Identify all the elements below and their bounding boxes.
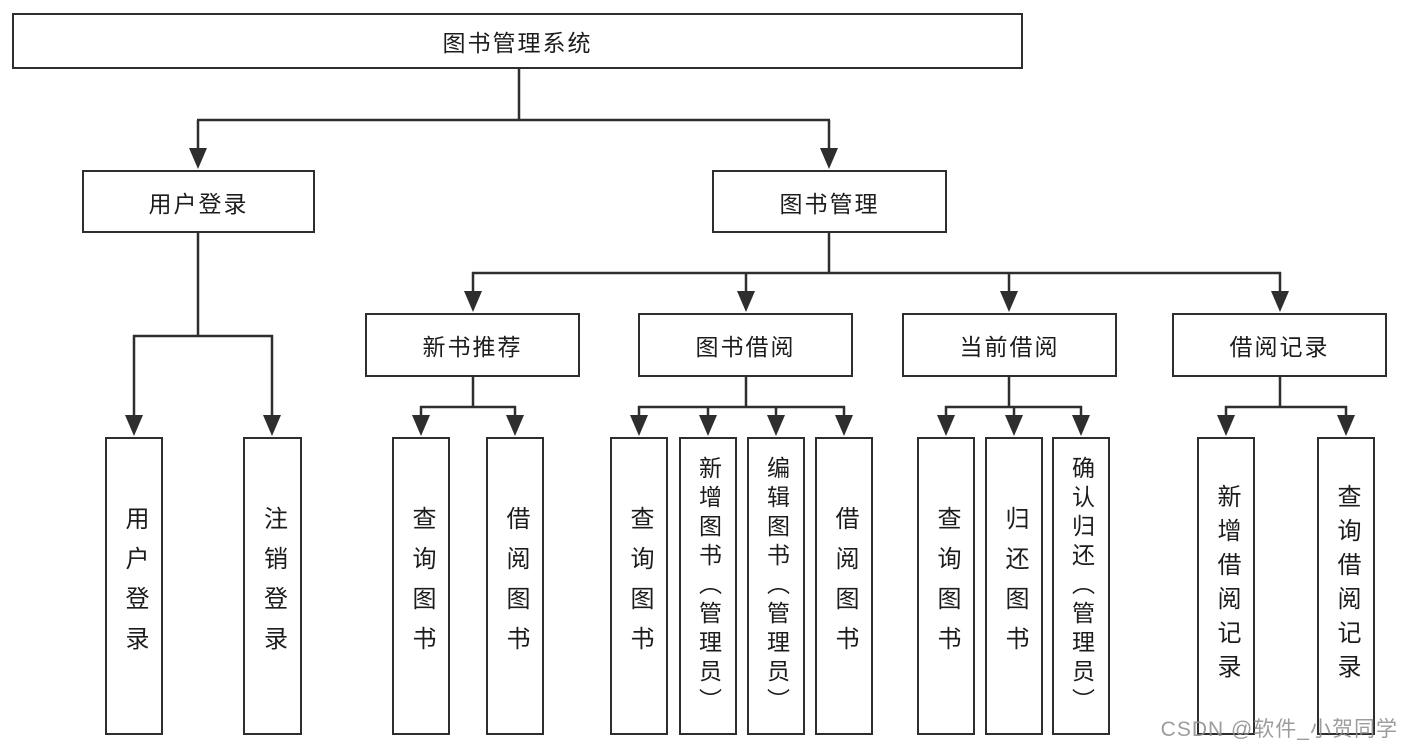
leaf-edit-book-admin: 编辑图书（管理员） bbox=[747, 437, 805, 735]
leaf-query-borrow-record: 查询借阅记录 bbox=[1317, 437, 1375, 735]
node-book-management: 图书管理 bbox=[712, 170, 947, 233]
node-current-borrow: 当前借阅 bbox=[902, 313, 1117, 377]
leaf-borrow-books-1: 借阅图书 bbox=[486, 437, 544, 735]
leaf-borrow-books-2: 借阅图书 bbox=[815, 437, 873, 735]
node-new-book-recommend: 新书推荐 bbox=[365, 313, 580, 377]
node-root-label: 图书管理系统 bbox=[442, 30, 593, 56]
leaf-return-book: 归还图书 bbox=[985, 437, 1043, 735]
node-book-borrow: 图书借阅 bbox=[638, 313, 853, 377]
node-user-login: 用户登录 bbox=[82, 170, 315, 233]
node-new-book-recommend-label: 新书推荐 bbox=[422, 334, 523, 360]
node-current-borrow-label: 当前借阅 bbox=[959, 334, 1060, 360]
leaf-query-books-3: 查询图书 bbox=[917, 437, 975, 735]
leaf-query-books-2: 查询图书 bbox=[610, 437, 668, 735]
leaf-add-borrow-record: 新增借阅记录 bbox=[1197, 437, 1255, 735]
leaf-logout: 注销登录 bbox=[243, 437, 302, 735]
leaf-confirm-return-admin: 确认归还（管理员） bbox=[1052, 437, 1110, 735]
watermark: CSDN @软件_小贺同学 bbox=[1160, 718, 1398, 741]
node-book-borrow-label: 图书借阅 bbox=[695, 334, 796, 360]
node-root: 图书管理系统 bbox=[12, 13, 1023, 69]
leaf-query-books-1: 查询图书 bbox=[392, 437, 450, 735]
node-book-management-label: 图书管理 bbox=[779, 190, 880, 217]
node-borrow-records: 借阅记录 bbox=[1172, 313, 1387, 377]
leaf-add-book-admin: 新增图书（管理员） bbox=[679, 437, 737, 735]
node-borrow-records-label: 借阅记录 bbox=[1229, 334, 1330, 360]
leaf-user-login: 用户登录 bbox=[105, 437, 163, 735]
node-user-login-label: 用户登录 bbox=[148, 190, 249, 217]
